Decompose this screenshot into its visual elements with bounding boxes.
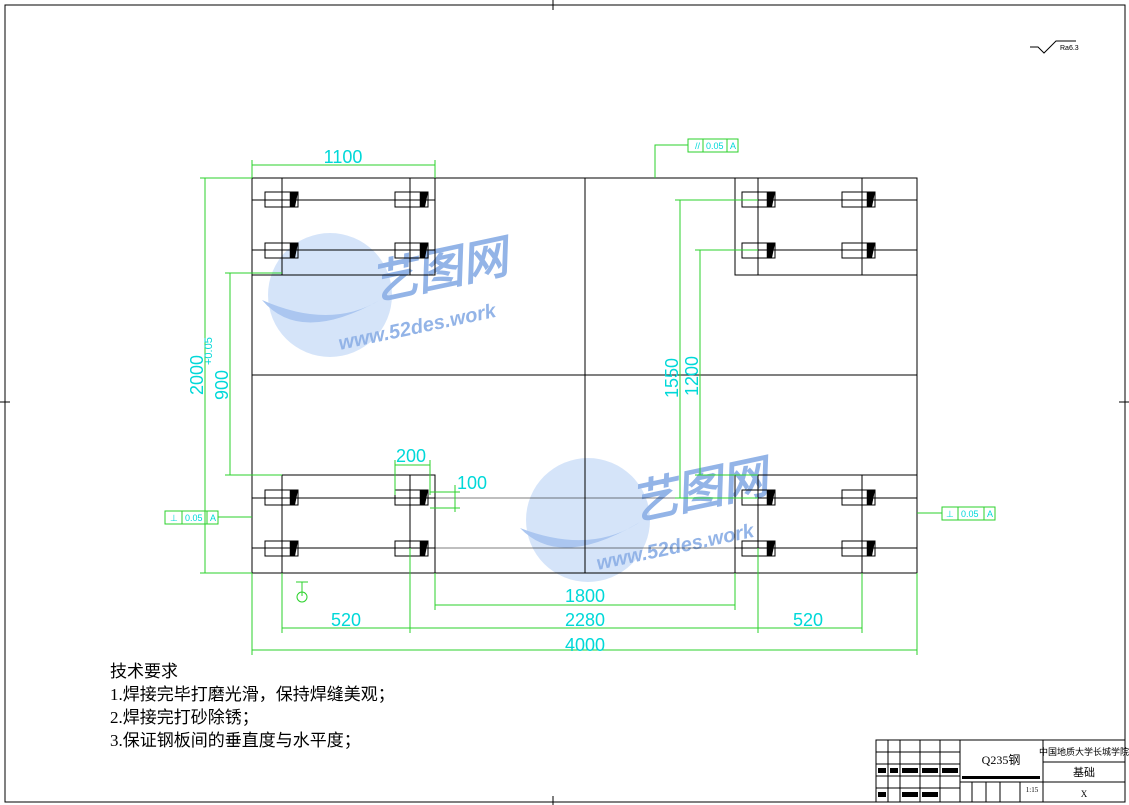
tolerance-perp-right: ⊥ 0.05 A — [941, 506, 996, 521]
bolt-clip — [394, 242, 429, 259]
dim-1100: 1100 — [324, 147, 363, 167]
watermark-globe-icon-2 — [526, 458, 650, 582]
surface-finish-text: Ra6.3 — [1060, 45, 1079, 52]
title-block-part-name: 基础 — [1073, 766, 1095, 779]
dim-4000: 4000 — [565, 635, 605, 655]
dim-900-tolerance: +0.05 — [203, 337, 215, 365]
note-item-1: 1.焊接完毕打磨光滑，保持焊缝美观； — [110, 685, 395, 704]
bolt-clip — [394, 191, 429, 208]
tol-perp-left-datum: A — [210, 513, 216, 523]
bolt-clip — [264, 191, 299, 208]
dim-1550: 1550 — [662, 358, 682, 398]
bolt-clip — [841, 540, 876, 557]
bolt-clip — [841, 191, 876, 208]
tol-perp-right-datum: A — [987, 509, 993, 519]
dim-2280: 2280 — [565, 610, 605, 630]
dim-520-left: 520 — [331, 610, 361, 630]
tol-perp-left-symbol: ⊥ — [170, 513, 178, 523]
tol-perp-right-value: 0.05 — [961, 509, 979, 519]
dimension-lines — [200, 144, 942, 655]
tol-parallel-symbol: // — [695, 141, 701, 151]
watermark-brand: 艺图网 — [366, 229, 518, 310]
notes-title: 技术要求 — [110, 662, 178, 681]
dim-520-right: 520 — [793, 610, 823, 630]
note-item-2: 2.焊接完打砂除锈； — [110, 708, 259, 727]
tol-parallel-value: 0.05 — [706, 141, 724, 151]
bolt-clips — [264, 191, 876, 557]
note-item-3: 3.保证钢板间的垂直度与水平度； — [110, 731, 361, 750]
bolt-clip — [264, 489, 299, 506]
dim-900: 900 — [212, 370, 232, 400]
dim-200: 200 — [396, 446, 426, 466]
dim-100: 100 — [457, 473, 487, 493]
base-frame — [251, 177, 918, 574]
title-block-scale: 1:15 — [1026, 786, 1039, 794]
dim-1200: 1200 — [682, 356, 702, 396]
dim-1800: 1800 — [565, 586, 605, 606]
tol-perp-left-value: 0.05 — [185, 513, 203, 523]
bolt-clip — [394, 489, 429, 506]
bolt-clip — [264, 242, 299, 259]
title-block-fills — [878, 768, 1040, 797]
drawing-border — [4, 4, 1126, 803]
bolt-clip — [394, 540, 429, 557]
bolt-clip — [841, 242, 876, 259]
surface-finish-symbol: Ra6.3 — [1030, 40, 1079, 54]
bolt-clip — [841, 489, 876, 506]
technical-notes: 技术要求 1.焊接完毕打磨光滑，保持焊缝美观； 2.焊接完打砂除锈； 3.保证钢… — [110, 660, 395, 752]
title-block — [875, 739, 1126, 803]
title-block-mark: X — [1081, 789, 1088, 799]
bolt-clip — [264, 540, 299, 557]
tolerance-perp-left: ⊥ 0.05 A — [164, 510, 219, 525]
watermark-bottom: 艺图网 www.52des.work — [520, 449, 778, 582]
watermark-top: 艺图网 www.52des.work — [262, 229, 518, 357]
tol-parallel-datum: A — [730, 141, 736, 151]
watermark-brand-2: 艺图网 — [626, 449, 778, 530]
tol-perp-right-symbol: ⊥ — [946, 509, 954, 519]
dim-2000: 2000 — [187, 355, 207, 395]
title-block-material: Q235钢 — [982, 753, 1021, 767]
watermark-globe-icon — [268, 233, 392, 357]
tolerance-parallel: // 0.05 A — [687, 138, 739, 153]
title-block-school: 中国地质大学长城学院 — [1039, 746, 1129, 757]
